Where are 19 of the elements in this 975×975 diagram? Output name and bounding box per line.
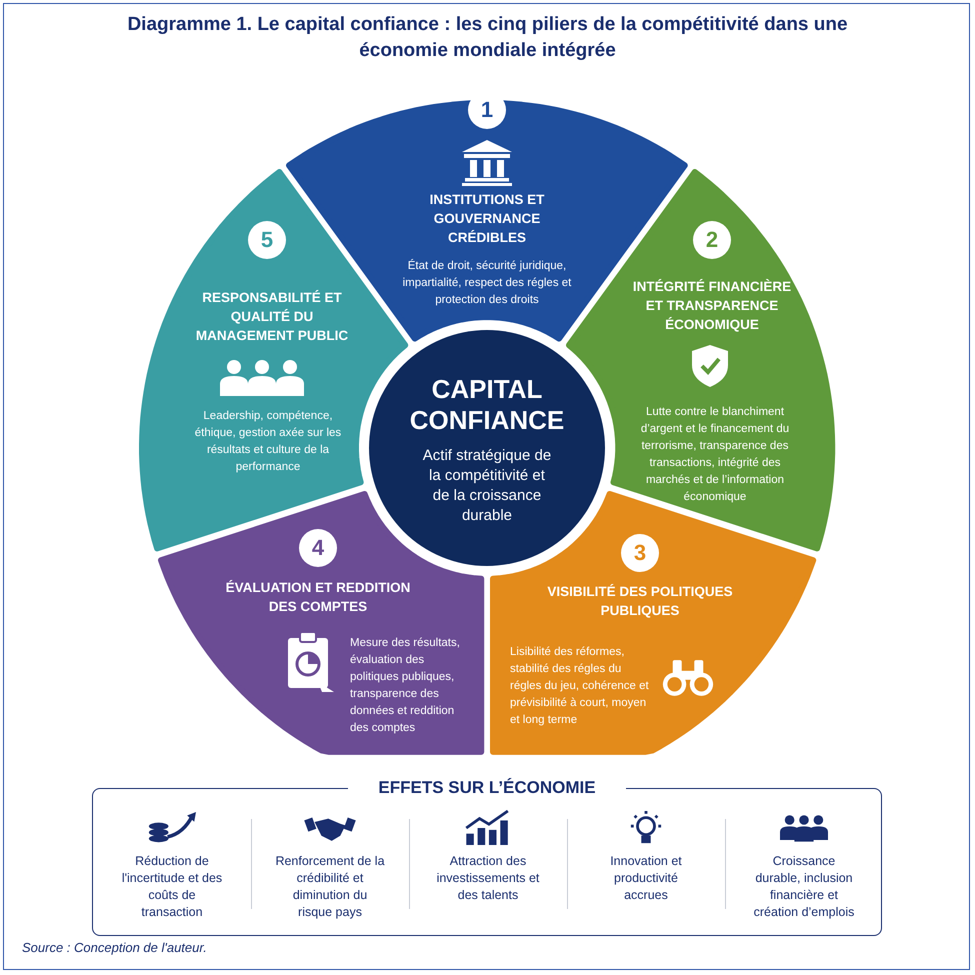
effect-text: Attraction des investissements et des talents [436,853,540,904]
effect-text: Innovation et productivité accrues [609,853,683,904]
pillar-description: Lutte contre le blanchiment d’argent et le financement du terrorisme, transparence des transactions, intégrité des marchés et de l’information économique [640,404,790,505]
effect-text: Croissance durable, inclusion financière et création d’emplois [752,853,856,921]
pillar-heading: VISIBILITÉ DES POLITIQUES PUBLIQUES [546,582,734,620]
effect-text: Réduction de l'incertitude et des coûts de transaction [120,853,224,921]
pillar-description: État de droit, sécurité juridique, impartialité, respect des régles et protection des droits [402,258,572,308]
pillar-heading: ÉVALUATION ET REDDITION DES COMPTES [224,578,412,616]
pillar-heading: INTÉGRITÉ FINANCIÈRE ET TRANSPARENCE ÉCONOMIQUE [632,278,792,334]
pillar-heading: INSTITUTIONS ET GOUVERNANCE CRÉDIBLES [428,191,546,247]
source-note: Source : Conception de l'auteur. [22,940,207,955]
diagram-title: Diagramme 1. Le capital confiance : les cinq piliers de la compétitivité dans une économie mondiale intégrée [126,13,849,63]
center-heading: CAPITAL CONFIANCE [408,374,566,436]
pillar-description: Leadership, compétence, éthique, gestion axée sur les résultats et culture de la performance [194,408,342,475]
effect-text: Renforcement de la crédibilité et diminution du risque pays [275,853,385,921]
pillar-description: Lisibilité des réformes, stabilité des régles du régles du jeu, cohérence et prévisibilité à court, moyen et long terme [510,644,650,728]
center-description: Actif stratégique de la compétitivité et de la croissance durable [422,446,552,526]
pillar-description: Mesure des résultats, évaluation des politiques publiques, transparence des données et reddition des comptes [350,636,461,736]
pillar-heading: RESPONSABILITÉ ET QUALITÉ DU MANAGEMENT PUBLIC [194,288,350,345]
